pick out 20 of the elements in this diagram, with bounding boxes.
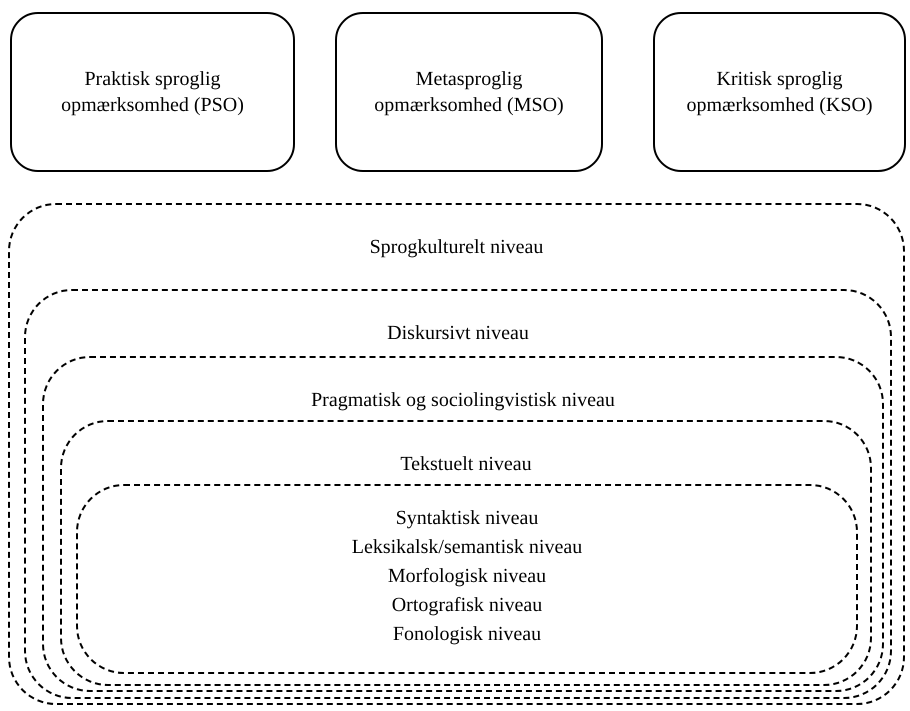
level-label: Leksikalsk/semantisk niveau bbox=[352, 535, 582, 559]
rounded-box bbox=[335, 12, 603, 172]
dashed-level-box bbox=[24, 289, 892, 699]
level-label: Tekstuelt niveau bbox=[400, 452, 532, 476]
box-label: Kritisk sproglig opmærksomhed (KSO) bbox=[685, 67, 874, 118]
rounded-box bbox=[653, 12, 906, 172]
level-label: Fonologisk niveau bbox=[392, 622, 542, 646]
level-label: Syntaktisk niveau bbox=[396, 506, 538, 530]
level-label: Ortografisk niveau bbox=[392, 593, 542, 617]
box-label: Metasproglig opmærksomhed (MSO) bbox=[374, 67, 564, 118]
dashed-level-box bbox=[76, 484, 858, 674]
box-label: Praktisk sproglig opmærksomhed (PSO) bbox=[60, 67, 245, 118]
dashed-level-box bbox=[42, 356, 884, 692]
level-label: Sprogkulturelt niveau bbox=[370, 235, 544, 259]
dashed-level-box bbox=[8, 203, 905, 705]
level-label: Morfologisk niveau bbox=[388, 564, 546, 588]
dashed-level-box bbox=[60, 420, 872, 686]
level-label: Diskursivt niveau bbox=[387, 321, 529, 345]
level-label: Pragmatisk og sociolingvistisk niveau bbox=[311, 388, 615, 412]
rounded-box bbox=[10, 12, 295, 172]
